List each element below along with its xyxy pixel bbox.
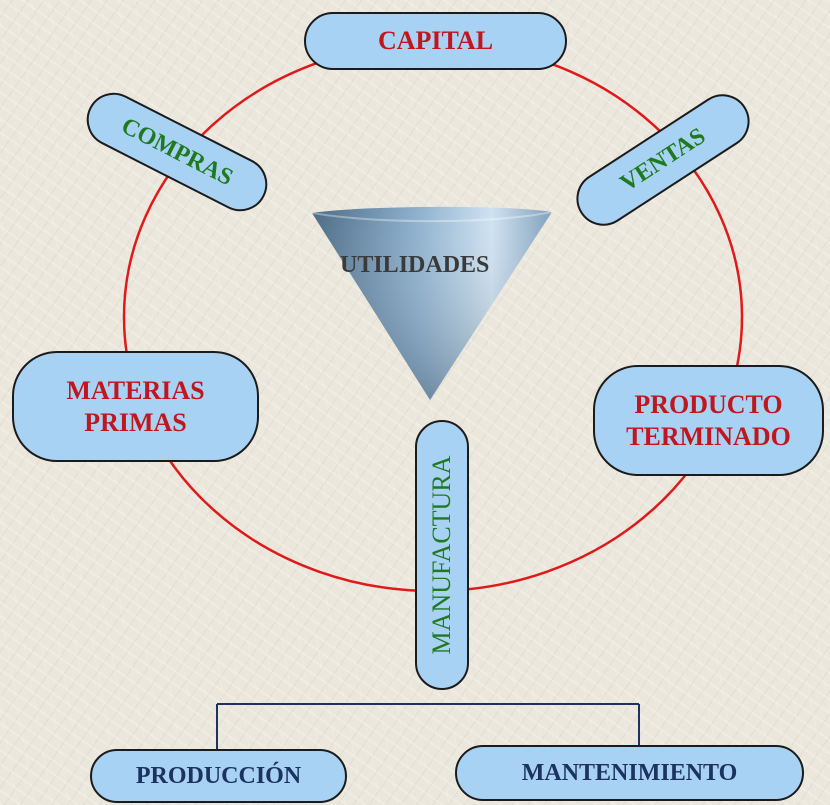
mantenimiento-node[interactable]: MANTENIMIENTO — [455, 745, 804, 801]
utilidades-label: UTILIDADES — [340, 252, 490, 278]
utilidades-cone — [311, 206, 553, 400]
producto-terminado-node[interactable]: PRODUCTO TERMINADO — [593, 365, 824, 476]
capital-node[interactable]: CAPITAL — [304, 12, 567, 70]
produccion-node[interactable]: PRODUCCIÓN — [90, 749, 347, 803]
materias-primas-node[interactable]: MATERIAS PRIMAS — [12, 351, 259, 462]
manufactura-node[interactable]: MANUFACTURA — [415, 420, 469, 690]
